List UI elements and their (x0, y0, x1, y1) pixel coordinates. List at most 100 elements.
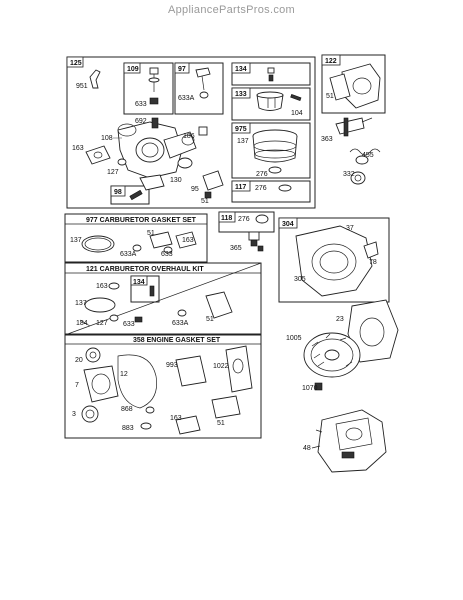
part-137-bowl-gasket (81, 235, 115, 253)
label-363: 363 (321, 136, 333, 143)
group-109-tag (123, 62, 141, 74)
label-868: 868 (121, 406, 133, 413)
group-304-blower-housing: 304 37 78 305 (278, 217, 390, 303)
label-51-e: 51 (217, 420, 225, 427)
part-163-engine-gasket (175, 415, 201, 435)
part-23-flywheel-cover (347, 299, 399, 363)
part-993-valve-cover-gasket (175, 355, 207, 387)
part-95-plate (202, 170, 224, 191)
group-98-number: 98 (114, 189, 122, 196)
label-633-b: 633 (161, 251, 173, 258)
group-977-header: 977 CARBURETOR GASKET SET (86, 217, 197, 224)
group-977-frame (64, 213, 208, 263)
group-122-number: 122 (325, 58, 337, 65)
part-1005-flywheel (303, 332, 361, 378)
label-51-c: 51 (147, 230, 155, 237)
label-163-d: 163 (170, 415, 182, 422)
part-7-head-gasket (83, 365, 119, 403)
group-358-engine-gasket-set: 358 ENGINE GASKET SET 20 7 12 3 993 (64, 333, 262, 439)
label-51: 51 (201, 198, 209, 205)
part-633a-kit-seal (177, 309, 187, 317)
label-137-b: 137 (70, 237, 82, 244)
label-276: 276 (256, 171, 268, 178)
part-1022-gasket (225, 345, 253, 393)
group-977-carburetor-gasket-set: 977 CARBURETOR GASKET SET 137 51 163 633… (64, 213, 208, 263)
label-883: 883 (122, 425, 134, 432)
group-122-frame (321, 54, 386, 114)
part-3-oil-seal (81, 405, 99, 423)
part-122-intake-manifold (329, 63, 381, 109)
group-975-frame (231, 122, 311, 179)
label-332: 332 (343, 171, 355, 178)
label-276-b: 276 (255, 185, 267, 192)
group-125-number: 125 (70, 60, 82, 67)
part-692-screw (151, 117, 159, 129)
part-868-seal (145, 406, 155, 414)
group-122-tag (321, 54, 341, 66)
label-993: 993 (166, 362, 178, 369)
part-78-screen (363, 241, 379, 259)
group-118-primer: 118 276 365 (218, 211, 275, 252)
part-363-governor-lever (335, 117, 373, 137)
label-1070: 1070 (302, 385, 318, 392)
group-122-fuel-pump: 122 51 (321, 54, 386, 114)
group-134-kit-number: 134 (133, 279, 145, 286)
group-121-carburetor-overhaul-kit: 121 CARBURETOR OVERHAUL KIT 134 163 137 … (64, 262, 262, 336)
part-633-kit-seal (134, 316, 143, 323)
group-118-tag (218, 211, 236, 223)
label-186: 186 (183, 133, 195, 140)
label-633a-c: 633A (172, 320, 189, 327)
part-134-inlet-needle (267, 67, 275, 82)
label-104: 104 (291, 110, 303, 117)
part-133-float (256, 91, 284, 111)
label-137-c: 137 (75, 300, 87, 307)
label-633-c: 633 (123, 321, 135, 328)
part-48-short-block (311, 409, 387, 473)
label-127-b: 127 (96, 320, 108, 327)
group-121-header: 121 CARBURETOR OVERHAUL KIT (86, 266, 204, 273)
label-692: 692 (135, 118, 147, 125)
label-3: 3 (72, 411, 76, 418)
group-117-frame (231, 180, 311, 203)
label-51-d: 51 (206, 316, 214, 323)
part-163-kit-washer (108, 282, 120, 290)
group-133-number: 133 (235, 91, 247, 98)
label-78: 78 (369, 259, 377, 266)
part-276-washer (278, 184, 292, 192)
label-37: 37 (346, 225, 354, 232)
label-1005: 1005 (286, 335, 302, 342)
part-186-fitting (198, 126, 208, 136)
part-633-screw (149, 97, 159, 105)
part-276-bowl-washer (268, 166, 282, 174)
group-98-tag (110, 185, 126, 197)
label-108: 108 (101, 135, 113, 142)
part-109-choke-shaft (148, 67, 160, 92)
part-365-fitting (248, 231, 260, 247)
group-109-number: 109 (127, 66, 139, 73)
part-951-bracket (89, 69, 101, 89)
part-1070-nut (314, 382, 323, 391)
group-134-number: 134 (235, 66, 247, 73)
part-51-gasket (149, 231, 173, 249)
part-163-gasket-b (175, 231, 197, 249)
label-163: 163 (72, 145, 84, 152)
label-276-c: 276 (238, 216, 250, 223)
part-130-float-bowl-gasket (177, 157, 193, 169)
label-633: 633 (135, 101, 147, 108)
label-951: 951 (76, 83, 88, 90)
group-125-carburetor: 125 109 633 97 633A (66, 56, 316, 209)
label-137: 137 (237, 138, 249, 145)
label-20: 20 (75, 357, 83, 364)
part-51-gasket-small (204, 191, 212, 199)
label-51-b: 51 (326, 93, 334, 100)
part-127-kit-washer (109, 314, 119, 322)
group-133-frame (231, 87, 311, 121)
group-109-frame (123, 62, 174, 115)
part-455-spring (349, 148, 381, 165)
part-184-pin (79, 319, 91, 327)
group-125-frame (66, 56, 316, 209)
group-133-tag (231, 87, 251, 99)
part-98-idle-screw (129, 189, 143, 201)
